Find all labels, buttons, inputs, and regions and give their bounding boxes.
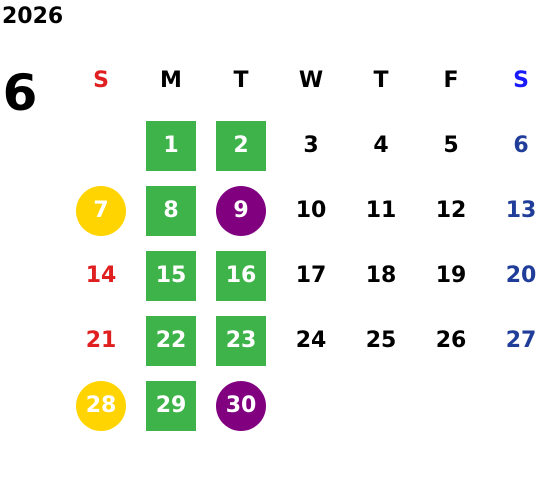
day-cell[interactable]: 19 bbox=[416, 243, 486, 308]
weekday-header-5: F bbox=[443, 68, 459, 93]
day-24[interactable]: 24 bbox=[295, 328, 327, 353]
day-cell[interactable]: 6 bbox=[486, 113, 548, 178]
day-20[interactable]: 20 bbox=[505, 263, 537, 288]
day-cell[interactable]: 24 bbox=[276, 308, 346, 373]
weekday-header-6: S bbox=[513, 68, 529, 93]
day-cell[interactable]: 27 bbox=[486, 308, 548, 373]
day-3[interactable]: 3 bbox=[303, 133, 319, 158]
day-cell[interactable]: 4 bbox=[346, 113, 416, 178]
day-cell[interactable]: 12 bbox=[416, 178, 486, 243]
weekday-header-2: T bbox=[233, 68, 249, 93]
day-19[interactable]: 19 bbox=[435, 263, 467, 288]
day-cell[interactable]: 25 bbox=[346, 308, 416, 373]
day-30[interactable]: 30 bbox=[216, 380, 266, 431]
day-22[interactable]: 22 bbox=[146, 315, 196, 366]
day-cell bbox=[486, 373, 548, 438]
day-17[interactable]: 17 bbox=[295, 263, 327, 288]
day-1[interactable]: 1 bbox=[146, 120, 196, 171]
day-cell[interactable]: 17 bbox=[276, 243, 346, 308]
day-15[interactable]: 15 bbox=[146, 250, 196, 301]
day-29[interactable]: 29 bbox=[146, 380, 196, 431]
day-cell[interactable]: 11 bbox=[346, 178, 416, 243]
day-cell[interactable]: 26 bbox=[416, 308, 486, 373]
day-8[interactable]: 8 bbox=[146, 185, 196, 236]
day-7[interactable]: 7 bbox=[76, 185, 126, 236]
day-21[interactable]: 21 bbox=[85, 328, 117, 353]
day-27[interactable]: 27 bbox=[505, 328, 537, 353]
day-cell[interactable]: 1 bbox=[136, 113, 206, 178]
week-row: 14 15 16 17 18 19 20 bbox=[66, 243, 548, 308]
day-cell[interactable]: 22 bbox=[136, 308, 206, 373]
day-10[interactable]: 10 bbox=[295, 198, 327, 223]
day-cell[interactable]: 23 bbox=[206, 308, 276, 373]
day-cell bbox=[346, 373, 416, 438]
day-cell[interactable]: 29 bbox=[136, 373, 206, 438]
day-14[interactable]: 14 bbox=[85, 263, 117, 288]
day-26[interactable]: 26 bbox=[435, 328, 467, 353]
day-cell[interactable]: 28 bbox=[66, 373, 136, 438]
weekday-header-1: M bbox=[160, 68, 182, 93]
day-4[interactable]: 4 bbox=[373, 133, 389, 158]
day-cell[interactable]: 16 bbox=[206, 243, 276, 308]
weekday-header-3: W bbox=[298, 68, 324, 93]
weekday-header-0: S bbox=[93, 68, 109, 93]
week-row: 21 22 23 24 25 26 27 bbox=[66, 308, 548, 373]
calendar-year: 2026 bbox=[2, 4, 64, 29]
day-cell bbox=[416, 373, 486, 438]
day-6[interactable]: 6 bbox=[513, 133, 529, 158]
day-18[interactable]: 18 bbox=[365, 263, 397, 288]
weekday-header-4: T bbox=[373, 68, 389, 93]
day-cell[interactable]: 30 bbox=[206, 373, 276, 438]
day-28[interactable]: 28 bbox=[76, 380, 126, 431]
day-cell[interactable]: 7 bbox=[66, 178, 136, 243]
day-12[interactable]: 12 bbox=[435, 198, 467, 223]
day-cell[interactable]: 9 bbox=[206, 178, 276, 243]
day-cell[interactable]: 15 bbox=[136, 243, 206, 308]
day-16[interactable]: 16 bbox=[216, 250, 266, 301]
week-row: 28 29 30 bbox=[66, 373, 548, 438]
day-cell[interactable]: 2 bbox=[206, 113, 276, 178]
day-cell[interactable]: 10 bbox=[276, 178, 346, 243]
day-13[interactable]: 13 bbox=[505, 198, 537, 223]
day-cell[interactable]: 21 bbox=[66, 308, 136, 373]
day-cell bbox=[66, 113, 136, 178]
day-cell[interactable]: 3 bbox=[276, 113, 346, 178]
day-25[interactable]: 25 bbox=[365, 328, 397, 353]
calendar-month: 6 bbox=[2, 64, 38, 122]
day-cell[interactable]: 20 bbox=[486, 243, 548, 308]
day-5[interactable]: 5 bbox=[443, 133, 459, 158]
day-2[interactable]: 2 bbox=[216, 120, 266, 171]
day-cell[interactable]: 5 bbox=[416, 113, 486, 178]
day-9[interactable]: 9 bbox=[216, 185, 266, 236]
day-cell[interactable]: 13 bbox=[486, 178, 548, 243]
day-cell bbox=[276, 373, 346, 438]
day-cell[interactable]: 14 bbox=[66, 243, 136, 308]
day-cell[interactable]: 18 bbox=[346, 243, 416, 308]
day-23[interactable]: 23 bbox=[216, 315, 266, 366]
day-11[interactable]: 11 bbox=[365, 198, 397, 223]
day-cell[interactable]: 8 bbox=[136, 178, 206, 243]
